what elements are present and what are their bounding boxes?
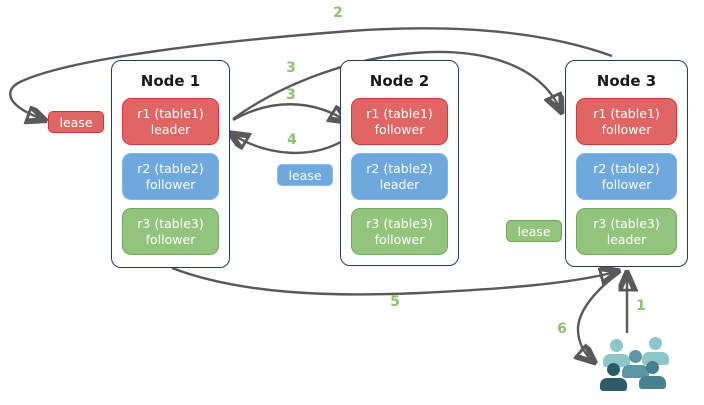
replica-node1-r2-follower: r2 (table2) follower: [122, 153, 219, 200]
users-icon: [597, 336, 685, 400]
arrow-step6-node3-to-users: [578, 272, 620, 360]
replica-node1-r1-leader: r1 (table1) leader: [122, 98, 219, 145]
replica-role: follower: [601, 176, 652, 192]
replica-role: follower: [145, 176, 196, 192]
replica-role: follower: [374, 121, 425, 137]
replica-node3-r1-follower: r1 (table1) follower: [576, 98, 677, 145]
replica-name: r3 (table3): [366, 215, 433, 231]
node-1: Node 1 r1 (table1) leader r2 (table2) fo…: [111, 60, 230, 268]
arrow-step3-node1-to-node3: [232, 50, 560, 120]
replica-node2-r1-follower: r1 (table1) follower: [351, 98, 448, 145]
replica-name: r2 (table2): [137, 160, 204, 176]
user-figure-dark-right: [638, 361, 666, 390]
step-label-1: 1: [636, 298, 646, 314]
node-2: Node 2 r1 (table1) follower r2 (table2) …: [340, 60, 459, 266]
replica-role: follower: [601, 121, 652, 137]
replica-name: r3 (table3): [593, 215, 660, 231]
replica-name: r1 (table1): [593, 105, 660, 121]
replica-role: follower: [145, 231, 196, 247]
user-figure-dark-left: [599, 363, 627, 392]
replica-node3-r3-leader: r3 (table3) leader: [576, 208, 677, 255]
arrow-step4-node2-to-node1: [233, 135, 347, 155]
replica-name: r2 (table2): [593, 160, 660, 176]
replica-name: r3 (table3): [137, 215, 204, 231]
replica-role: leader: [606, 231, 647, 247]
replica-role: follower: [374, 231, 425, 247]
replica-role: leader: [379, 176, 420, 192]
replica-name: r2 (table2): [366, 160, 433, 176]
arrow-step2-node3-to-lease: [9, 27, 613, 119]
node-1-title: Node 1: [140, 72, 201, 90]
replica-name: r1 (table1): [366, 105, 433, 121]
user-figure-mid-center: [621, 350, 649, 379]
replica-node2-r2-leader: r2 (table2) leader: [351, 153, 448, 200]
step-label-3a: 3: [286, 60, 296, 76]
replica-node3-r2-follower: r2 (table2) follower: [576, 153, 677, 200]
step-label-6: 6: [557, 321, 567, 337]
node-3: Node 3 r1 (table1) follower r2 (table2) …: [565, 60, 688, 267]
replica-node1-r3-follower: r3 (table3) follower: [122, 208, 219, 255]
arrow-step3-node1-to-node2: [232, 103, 345, 120]
step-label-2: 2: [333, 5, 343, 21]
replica-role: leader: [150, 121, 191, 137]
lease-badge-table1: lease: [48, 111, 104, 133]
node-3-title: Node 3: [596, 72, 657, 90]
step-label-3b: 3: [286, 87, 296, 103]
step-label-4: 4: [287, 132, 297, 148]
arrow-step5-node1-to-node3: [171, 268, 615, 296]
lease-badge-table3: lease: [506, 220, 562, 242]
lease-badge-table2: lease: [277, 164, 333, 186]
replica-node2-r3-follower: r3 (table3) follower: [351, 208, 448, 255]
replica-name: r1 (table1): [137, 105, 204, 121]
node-2-title: Node 2: [369, 72, 430, 90]
step-label-5: 5: [390, 294, 400, 310]
